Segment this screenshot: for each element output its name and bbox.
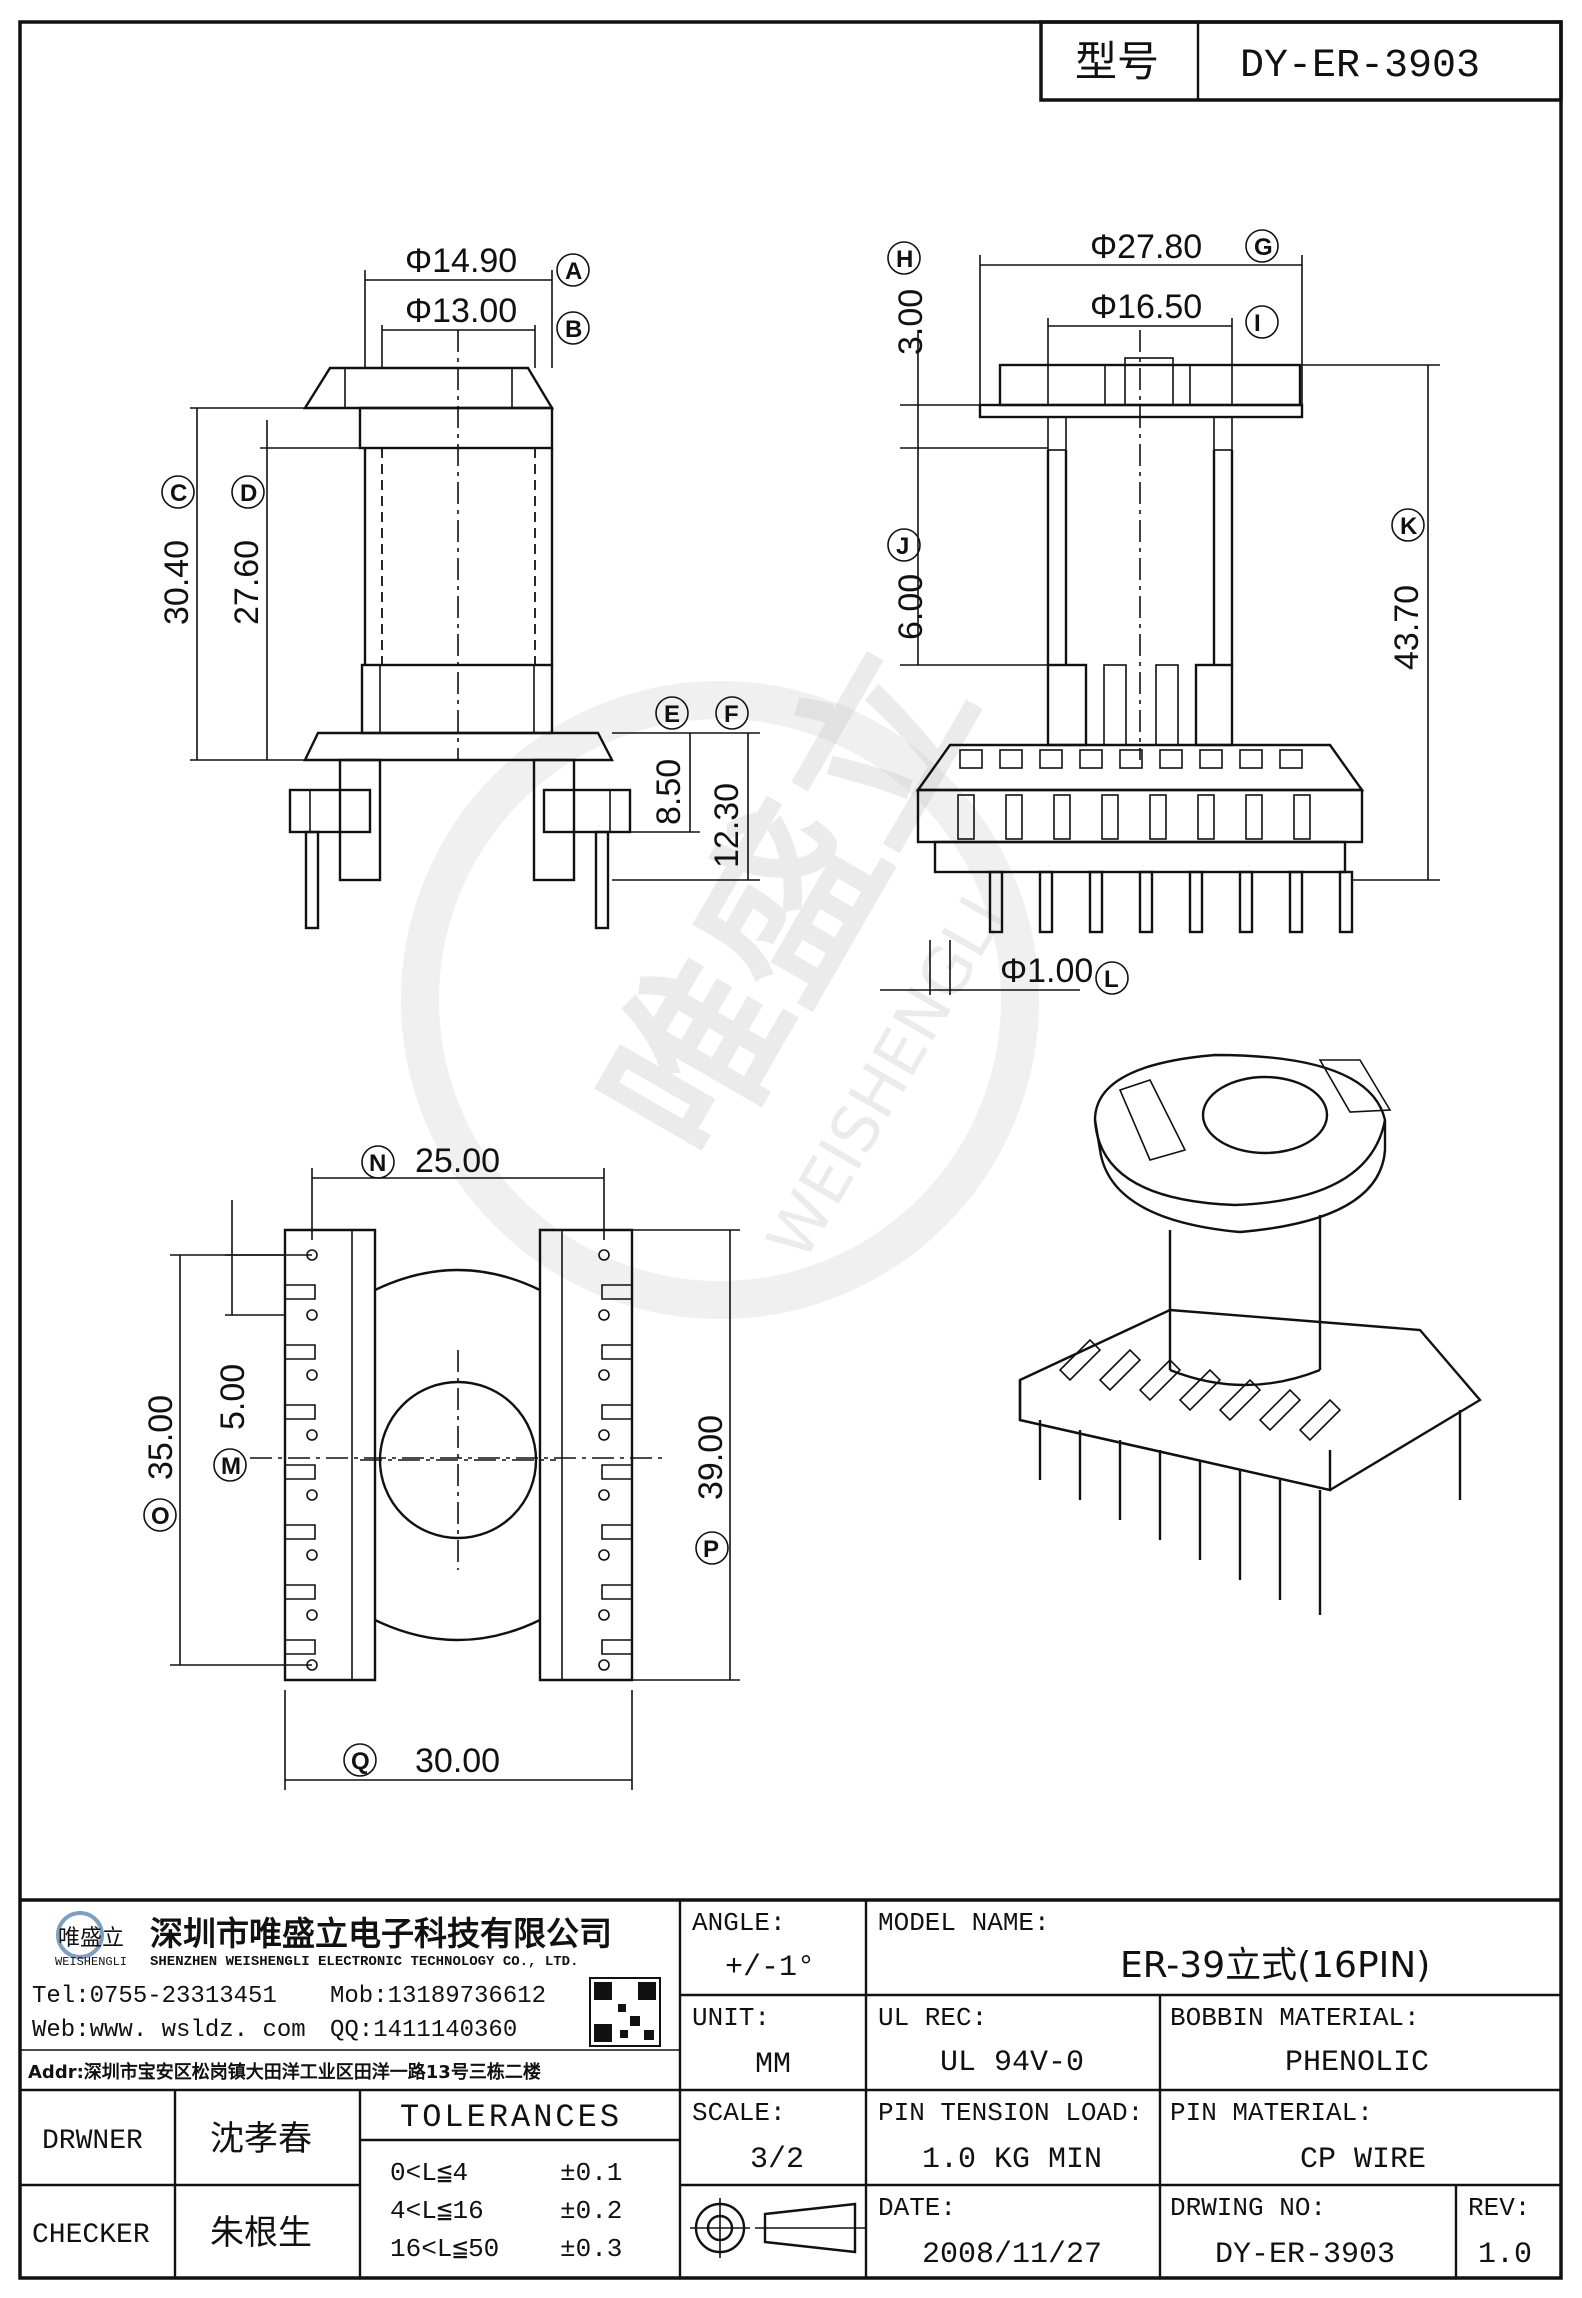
company-logo: 唯盛立 WEISHENGLI bbox=[55, 1911, 127, 1969]
dim-D-value: 27.60 bbox=[228, 540, 266, 625]
dim-F-value: 12.30 bbox=[708, 783, 746, 868]
sheet-border bbox=[18, 20, 1563, 2280]
scale-label: SCALE: bbox=[692, 2098, 786, 2128]
dim-C-value: 30.40 bbox=[158, 540, 196, 625]
bottom-view: 25.00 N 35.00 O 5.00 M 39.00 P 30.00 Q bbox=[142, 1142, 740, 1790]
pin-material-value: CP WIRE bbox=[1300, 2143, 1426, 2177]
tol-range-2: 4<L≦16 bbox=[390, 2196, 484, 2226]
label-C: C bbox=[170, 480, 187, 507]
qr-code-icon bbox=[589, 1977, 661, 2047]
ul-value: UL 94V-0 bbox=[940, 2046, 1084, 2080]
dim-E-value: 8.50 bbox=[650, 759, 688, 825]
date-label: DATE: bbox=[878, 2193, 956, 2223]
title-block: 唯盛立 WEISHENGLI 深圳市唯盛立电子科技有限公司 SHENZHEN W… bbox=[20, 1898, 1561, 2278]
angle-value: +/-1° bbox=[725, 1951, 815, 1985]
dim-M-value: 5.00 bbox=[214, 1364, 252, 1430]
label-M: M bbox=[221, 1453, 241, 1480]
isometric-fins bbox=[1058, 1338, 1342, 1442]
qq: QQ:1411140360 bbox=[330, 2017, 517, 2044]
dim-K-value: 6.00 bbox=[892, 574, 930, 640]
pin-tension-label: PIN TENSION LOAD: bbox=[878, 2098, 1143, 2128]
dim-J-value: 43.70 bbox=[1388, 585, 1426, 670]
pin-material-label: PIN MATERIAL: bbox=[1170, 2098, 1373, 2128]
label-G: G bbox=[1254, 234, 1273, 261]
rev-label: REV: bbox=[1468, 2193, 1530, 2223]
isometric-pins bbox=[1038, 1410, 1462, 1615]
label-H: H bbox=[896, 246, 913, 273]
label-F: F bbox=[724, 701, 739, 728]
dim-I-value: Φ16.50 bbox=[1090, 288, 1202, 326]
dim-L-value: Φ1.00 bbox=[1000, 952, 1093, 990]
scale-value: 3/2 bbox=[750, 2143, 804, 2177]
tel: Tel:0755-23313451 bbox=[32, 1983, 277, 2010]
date-value: 2008/11/27 bbox=[922, 2238, 1102, 2272]
side-view-slots bbox=[957, 749, 1311, 840]
angle-label: ANGLE: bbox=[692, 1908, 786, 1938]
side-view-pins bbox=[988, 870, 1354, 934]
dim-P-value: 39.00 bbox=[692, 1415, 730, 1500]
drawer-value: 沈孝春 bbox=[210, 2119, 312, 2159]
label-A: A bbox=[565, 258, 582, 285]
dim-Q-value: 30.00 bbox=[415, 1742, 500, 1780]
model-name-value: ER-39立式(16PIN) bbox=[1120, 1945, 1430, 1986]
web: Web:www. wsldz. com bbox=[32, 2017, 306, 2044]
label-I: I bbox=[1254, 310, 1261, 337]
tol-range-3: 16<L≦50 bbox=[390, 2234, 499, 2264]
logo-text: 唯盛立 bbox=[58, 1926, 124, 1951]
dim-H-value: 3.00 bbox=[892, 289, 930, 355]
address: Addr:深圳市宝安区松岗镇大田洋工业区田洋一路13号三栋二楼 bbox=[28, 2061, 541, 2083]
ul-label: UL REC: bbox=[878, 2003, 987, 2033]
dim-O-value: 35.00 bbox=[142, 1395, 180, 1480]
checker-label: CHECKER bbox=[32, 2220, 150, 2251]
model-value: DY-ER-3903 bbox=[1240, 44, 1480, 89]
tol-range-1: 0<L≦4 bbox=[390, 2158, 468, 2188]
logo-sub: WEISHENGLI bbox=[55, 1955, 127, 1969]
label-K: J bbox=[896, 533, 909, 560]
bobbin-label: BOBBIN MATERIAL: bbox=[1170, 2003, 1420, 2033]
model-name-label: MODEL NAME: bbox=[878, 1908, 1050, 1938]
tol-value-2: ±0.2 bbox=[560, 2196, 622, 2226]
dim-B-value: Φ13.00 bbox=[405, 292, 517, 330]
bottom-view-notches bbox=[285, 1284, 632, 1655]
model-header: 型号 DY-ER-3903 bbox=[1039, 20, 1563, 102]
tol-value-1: ±0.1 bbox=[560, 2158, 622, 2188]
drawing-no-label: DRWING NO: bbox=[1170, 2193, 1326, 2223]
label-Q: Q bbox=[351, 1748, 370, 1775]
dim-N-value: 25.00 bbox=[415, 1142, 500, 1180]
company-en: SHENZHEN WEISHENGLI ELECTRONIC TECHNOLOG… bbox=[150, 1954, 578, 1970]
tol-value-3: ±0.3 bbox=[560, 2234, 622, 2264]
company-cn: 深圳市唯盛立电子科技有限公司 bbox=[150, 1914, 612, 1953]
label-L: L bbox=[1104, 966, 1119, 993]
drawing-no-value: DY-ER-3903 bbox=[1215, 2238, 1395, 2272]
tolerances-label: TOLERANCES bbox=[400, 2099, 622, 2136]
label-E: E bbox=[664, 701, 680, 728]
dim-G-value: Φ27.80 bbox=[1090, 228, 1202, 266]
dim-A-value: Φ14.90 bbox=[405, 242, 517, 280]
side-view: Φ27.80 G Φ16.50 I 3.00 H 6.00 J 43.70 K … bbox=[880, 228, 1440, 995]
checker-value: 朱根生 bbox=[210, 2213, 312, 2253]
label-N: N bbox=[369, 1150, 386, 1177]
label-B: B bbox=[565, 316, 582, 343]
bobbin-value: PHENOLIC bbox=[1285, 2046, 1429, 2080]
unit-label: UNIT: bbox=[692, 2003, 770, 2033]
rev-value: 1.0 bbox=[1478, 2238, 1532, 2272]
label-P: P bbox=[703, 1536, 719, 1563]
label-O: O bbox=[151, 1503, 170, 1530]
projection-symbol-icon bbox=[690, 2198, 865, 2258]
mob: Mob:13189736612 bbox=[330, 1983, 546, 2010]
model-label: 型号 bbox=[1075, 37, 1159, 86]
label-J: K bbox=[1400, 513, 1418, 540]
label-D: D bbox=[240, 480, 257, 507]
front-view: Φ14.90 Φ13.00 A B 30.40 C 27.60 D 8.50 1… bbox=[158, 242, 760, 930]
pin-tension-value: 1.0 KG MIN bbox=[922, 2143, 1102, 2177]
isometric-view bbox=[1018, 1053, 1482, 1615]
drawer-label: DRWNER bbox=[42, 2126, 143, 2157]
unit-value: MM bbox=[755, 2048, 791, 2082]
